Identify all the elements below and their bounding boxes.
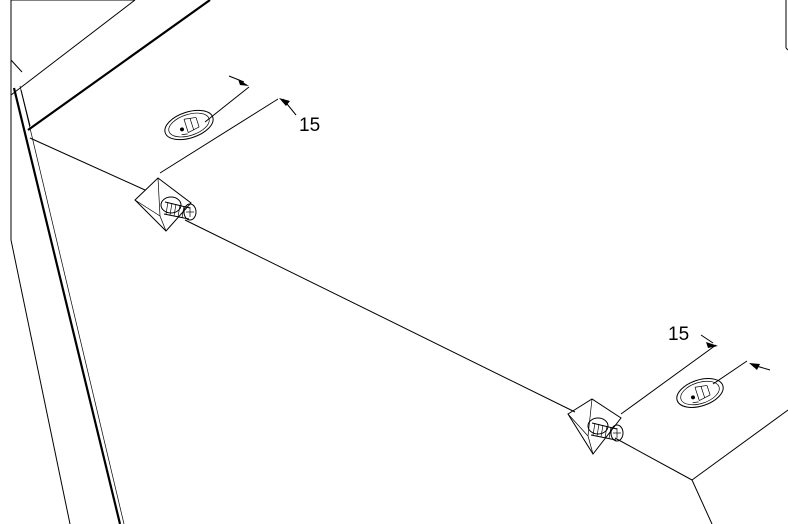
dimension-lower: 15 — [620, 324, 771, 415]
screw-thread-lower — [590, 422, 618, 441]
bracket-screw-lower — [567, 398, 624, 455]
screw-thread-upper — [163, 201, 191, 220]
dimension-lower-label: 15 — [668, 324, 689, 345]
dimension-upper: 15 — [159, 75, 320, 174]
cam-lock-lower — [676, 378, 724, 408]
cam-lock-upper — [164, 109, 214, 141]
dimension-upper-label: 15 — [299, 115, 320, 136]
panel-edges — [10, 0, 788, 524]
bracket-screw-upper — [134, 177, 197, 232]
